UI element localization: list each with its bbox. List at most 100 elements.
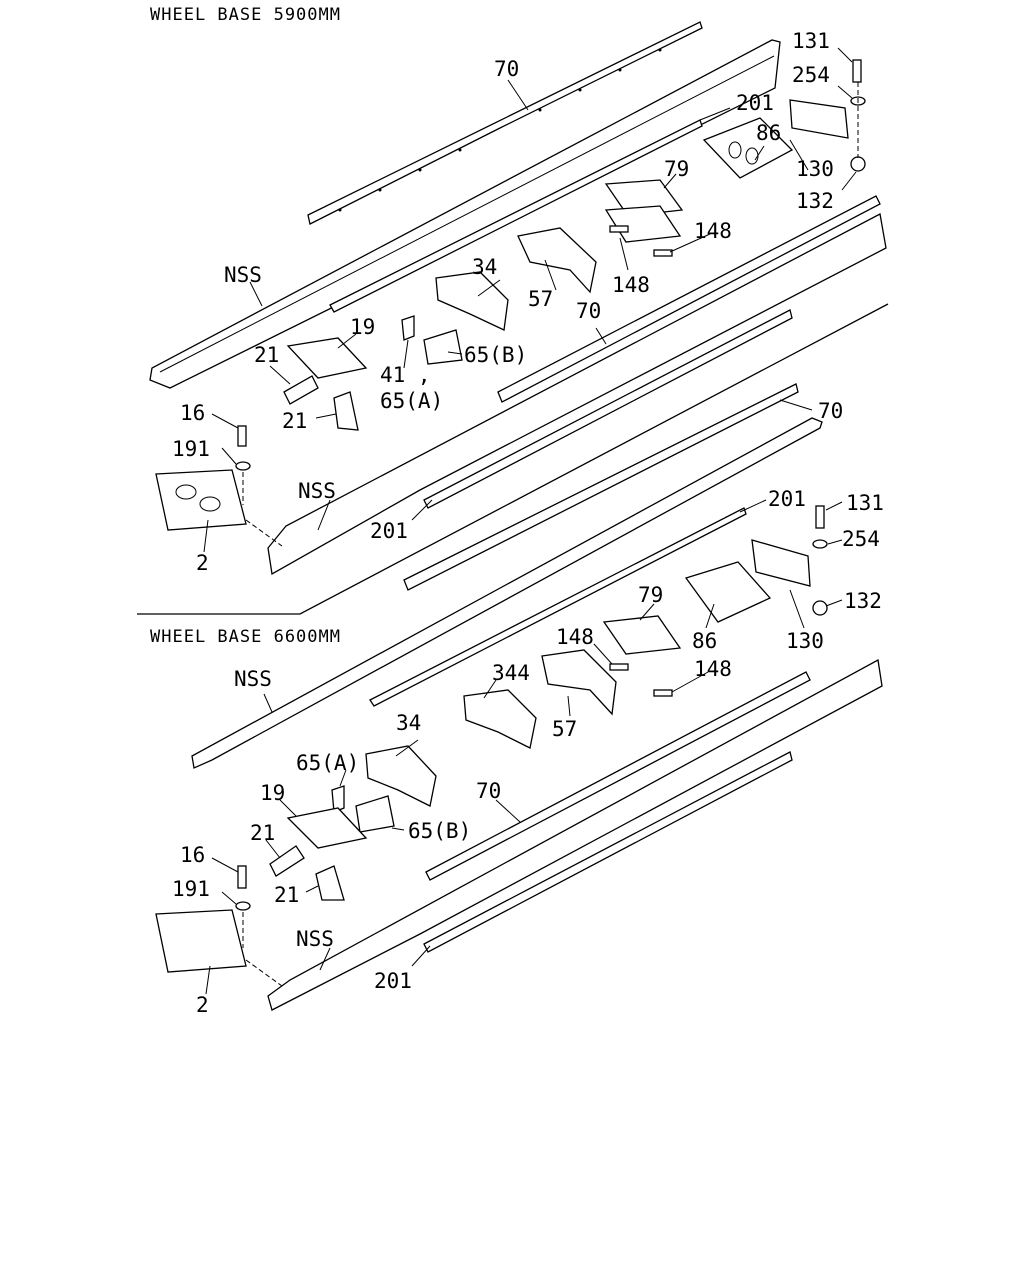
crossmember-19	[286, 337, 368, 379]
crossmember-57-6600	[541, 649, 617, 716]
callout-148: 148	[556, 625, 594, 649]
shim-148	[609, 225, 629, 233]
inner-reinforcement-201-6600	[369, 507, 747, 707]
gusset-21b-6600	[315, 865, 345, 901]
reinforcement-plate-70c	[403, 383, 799, 591]
callout-344: 344	[492, 661, 530, 685]
callout-131: 131	[846, 491, 884, 515]
gusset-21	[283, 375, 319, 405]
reinforcement-plate-70-6600	[425, 671, 811, 881]
side-rail-nss-upper	[149, 39, 781, 389]
bracket-130	[789, 99, 849, 139]
front-crossmember-2	[155, 469, 247, 531]
callout-19: 19	[350, 315, 375, 339]
front-crossmember-2-6600	[155, 909, 247, 973]
crossmember-86	[702, 117, 794, 179]
callout-65b: 65(B)	[464, 343, 527, 367]
callouts-bottom: 201 131 254 132 79 130 148 86 148 NSS 34…	[172, 487, 884, 1017]
callout-148: 148	[694, 657, 732, 681]
crossmember-344	[463, 689, 537, 749]
shim-148b	[653, 249, 673, 257]
callout-70: 70	[576, 299, 601, 323]
bolt-131	[852, 59, 862, 83]
callout-65b: 65(B)	[408, 819, 471, 843]
leader-lines-top	[203, 47, 857, 553]
crossmember-34-6600	[365, 745, 437, 807]
bracket-65b-6600	[355, 795, 395, 833]
callout-16: 16	[180, 843, 205, 867]
callout-148: 148	[612, 273, 650, 297]
callout-86: 86	[692, 629, 717, 653]
callout-65a: 65(A)	[380, 389, 443, 413]
callout-79: 79	[638, 583, 663, 607]
callout-132: 132	[796, 189, 834, 213]
callout-130: 130	[796, 157, 834, 181]
callouts-top: 70 131 254 201 86 130 79 132 148 NSS 34 …	[172, 29, 843, 575]
bracket-65b	[423, 329, 463, 365]
bracket-41	[401, 315, 415, 341]
callout-57: 57	[552, 717, 577, 741]
callout-19: 19	[260, 781, 285, 805]
crossmember-hole	[199, 496, 221, 512]
callout-nss: NSS	[234, 667, 272, 691]
gusset-21b	[333, 391, 359, 431]
plate-79-6600	[602, 615, 682, 655]
callout-201: 201	[768, 487, 806, 511]
holes-strip-70	[338, 48, 662, 212]
callout-201: 201	[370, 519, 408, 543]
callout-130: 130	[786, 629, 824, 653]
callout-nss: NSS	[298, 479, 336, 503]
bolt-16-6600	[237, 865, 247, 889]
crossmember-86-6600	[684, 561, 772, 623]
callout-201: 201	[736, 91, 774, 115]
shim-148-6600	[609, 663, 629, 671]
callout-132: 132	[844, 589, 882, 613]
gusset-21-6600	[269, 845, 305, 877]
callout-57: 57	[528, 287, 553, 311]
leader-lines-bottom	[205, 499, 843, 995]
callout-2: 2	[196, 993, 209, 1017]
crossmember-19-6600	[286, 807, 368, 849]
callout-70: 70	[476, 779, 501, 803]
callout-2: 2	[196, 551, 209, 575]
callout-70: 70	[818, 399, 843, 423]
callout-254: 254	[792, 63, 830, 87]
assembly-guide	[245, 959, 283, 987]
callout-21: 21	[274, 883, 299, 907]
callout-148: 148	[694, 219, 732, 243]
callout-201: 201	[374, 969, 412, 993]
section-title-top: WHEEL BASE 5900MM	[150, 5, 341, 25]
crossmember-34	[435, 271, 509, 331]
callout-86: 86	[756, 121, 781, 145]
callout-nss: NSS	[296, 927, 334, 951]
crossmember-hole	[175, 484, 197, 500]
washer-254-6600	[812, 539, 828, 549]
callout-34: 34	[396, 711, 421, 735]
plate-79	[604, 179, 684, 217]
nut-132-6600	[812, 600, 828, 616]
bolt-131-6600	[815, 505, 825, 529]
callout-191: 191	[172, 877, 210, 901]
nut-132	[850, 156, 866, 172]
reinforcement-plate-70	[307, 21, 703, 225]
callout-254: 254	[842, 527, 880, 551]
callout-65a: 65(A)	[296, 751, 359, 775]
side-rail-nss-lower-6600	[267, 658, 883, 1011]
callout-79: 79	[664, 157, 689, 181]
washer-191	[235, 461, 251, 471]
callout-191: 191	[172, 437, 210, 461]
crossmember-57	[517, 227, 597, 294]
callout-21: 21	[254, 343, 279, 367]
bracket-65a-6600	[331, 785, 345, 813]
callout-21: 21	[250, 821, 275, 845]
crossmember-hole	[728, 141, 742, 159]
callout-nss: NSS	[224, 263, 262, 287]
callout-34: 34	[472, 255, 497, 279]
callout-16: 16	[180, 401, 205, 425]
callout-41: 41 ,	[380, 363, 431, 387]
callout-21: 21	[282, 409, 307, 433]
reinforcement-plate-70b	[497, 195, 881, 403]
side-rail-nss-lower	[267, 213, 887, 576]
rail-flange-line	[159, 55, 775, 373]
